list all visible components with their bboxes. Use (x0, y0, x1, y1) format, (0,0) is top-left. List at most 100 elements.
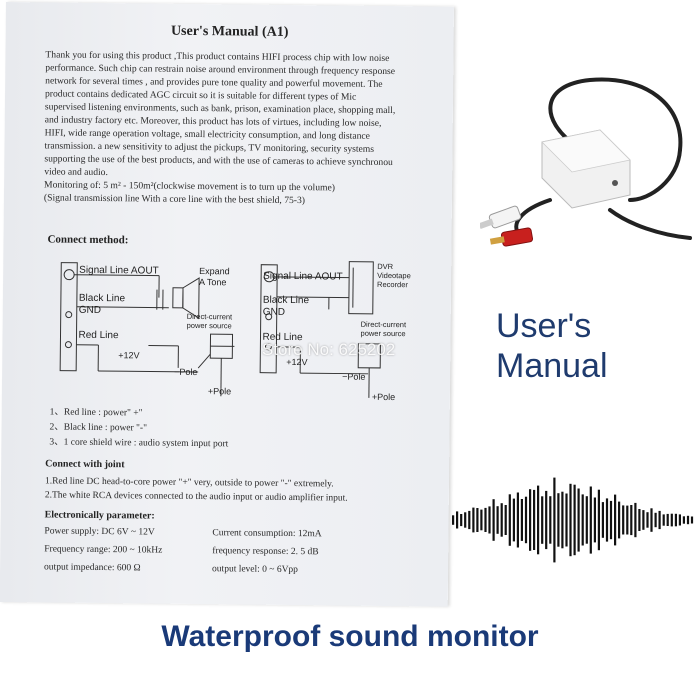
param-frequency-response: frequency response: 2. 5 dB (212, 546, 319, 558)
recorder-label: Recorder (377, 279, 408, 290)
left-neg-pole-label: −Pole (174, 366, 198, 378)
wave-bar (504, 505, 507, 535)
wave-bar (609, 500, 613, 540)
left-signal-label: Signal Line AOUT (79, 264, 159, 277)
wave-bar (512, 498, 515, 542)
wave-bar (541, 496, 544, 544)
wire-notes: 1、Red line : power" +" 2、Black line : po… (49, 405, 228, 452)
right-dc-label: Direct-current (360, 319, 407, 330)
right-power-label: power source (360, 328, 406, 339)
wave-bar (642, 510, 645, 530)
rca-white-plug (480, 205, 522, 230)
right-black-label: Black Line (262, 294, 310, 307)
wave-bar (589, 486, 592, 554)
wave-bar (533, 489, 536, 550)
wave-bar (634, 502, 637, 538)
right-pos-pole-label: +Pole (371, 391, 396, 403)
left-black-label: Black Line (78, 292, 126, 305)
users-manual-label: User's Manual (496, 306, 646, 386)
wave-bar (545, 490, 548, 550)
wave-bar (658, 510, 661, 530)
wave-bar (686, 515, 690, 525)
connect-method-heading: Connect method: (47, 233, 129, 247)
wave-bar (638, 509, 641, 531)
wave-bar (626, 505, 629, 535)
wave-bar (569, 483, 572, 557)
intro-line: (Signal transmission line With a core li… (43, 192, 306, 207)
wave-bar (666, 513, 669, 526)
wave-bar (557, 493, 560, 547)
manual-sheet: User's Manual (A1) Thank you for using t… (0, 2, 454, 607)
wave-bar (460, 514, 463, 527)
wave-bar (646, 512, 649, 528)
wave-bar (662, 514, 665, 526)
param-frequency-range: Frequency range: 200 ~ 10kHz (44, 544, 163, 556)
right-signal-label: Signal Line AOUT (263, 270, 343, 283)
wiring-diagram (59, 261, 381, 398)
wave-bar (561, 491, 564, 549)
wave-bar (472, 507, 475, 533)
wave-bar (577, 488, 580, 552)
rca-red-plug (489, 227, 534, 247)
wave-bar (549, 496, 552, 544)
users-manual-line: Manual (496, 347, 608, 385)
wave-bar (654, 512, 657, 528)
left-mic-box (59, 262, 78, 372)
wave-bar (601, 502, 604, 538)
manual-title: User's Manual (A1) (170, 23, 289, 40)
right-neg-pole-label: −Pole (342, 371, 366, 382)
param-impedance: output impedance: 600 Ω (44, 562, 141, 574)
joint-line: 2.The white RCA devices connected to the… (44, 490, 348, 504)
left-signal-jack (63, 269, 75, 281)
note-line: 3、1 core shield wire : audio system inpu… (49, 437, 229, 450)
wave-bar (674, 513, 677, 527)
left-pos-pole-label: +Pole (207, 386, 232, 397)
sound-wave-graphic (452, 477, 694, 563)
wave-bar (476, 508, 479, 532)
left-power-label: power source (186, 320, 232, 331)
wave-bar (468, 510, 471, 530)
wave-bar (508, 494, 511, 546)
left-12v-label: +12V (118, 350, 140, 361)
param-output-level: output level: 0 ~ 6Vpp (212, 564, 299, 576)
dvr-box (348, 261, 374, 315)
wave-bar (630, 505, 633, 536)
joint-instructions: 1.Red line DC head-to-core power "+" ver… (45, 474, 348, 505)
product-caption: Waterproof sound monitor (161, 620, 539, 653)
wave-bar (618, 501, 621, 539)
left-dc-label: Direct-current (186, 311, 233, 322)
electrical-heading: Electronically parameter: (44, 509, 155, 522)
wave-bar (650, 508, 653, 532)
wave-bar (500, 503, 503, 537)
left-red-label: Red Line (78, 329, 119, 342)
wave-bar (597, 489, 600, 551)
users-manual-line: User's (496, 307, 592, 345)
module-box (541, 129, 631, 209)
wave-bar (496, 506, 499, 534)
wave-bar (678, 514, 681, 526)
microphone-module-photo (480, 77, 692, 247)
wave-bar (585, 496, 588, 544)
wave-bar (565, 493, 568, 547)
atone-label: A Tone (199, 277, 227, 288)
joint-heading: Connect with joint (45, 458, 125, 471)
wave-bar (520, 499, 523, 541)
wave-bar (452, 515, 455, 525)
wave-bar (614, 494, 617, 546)
left-gnd-label: GND (78, 304, 102, 317)
wave-bar (593, 497, 596, 543)
wave-bar (553, 477, 556, 563)
dvr-label: DVR (377, 261, 394, 272)
videotape-label: Videotape (377, 270, 411, 281)
wave-bar (516, 492, 519, 548)
wave-bar (690, 516, 694, 524)
wave-bar (670, 513, 673, 527)
wave-bar (456, 511, 459, 529)
wave-bar (488, 506, 491, 534)
expand-label: Expand (199, 266, 230, 277)
param-supply: Power supply: DC 6V ~ 12V (44, 526, 155, 538)
wave-bar (605, 498, 609, 542)
wave-bar (464, 512, 467, 528)
wave-bar (682, 516, 685, 524)
wave-bar (622, 505, 625, 535)
